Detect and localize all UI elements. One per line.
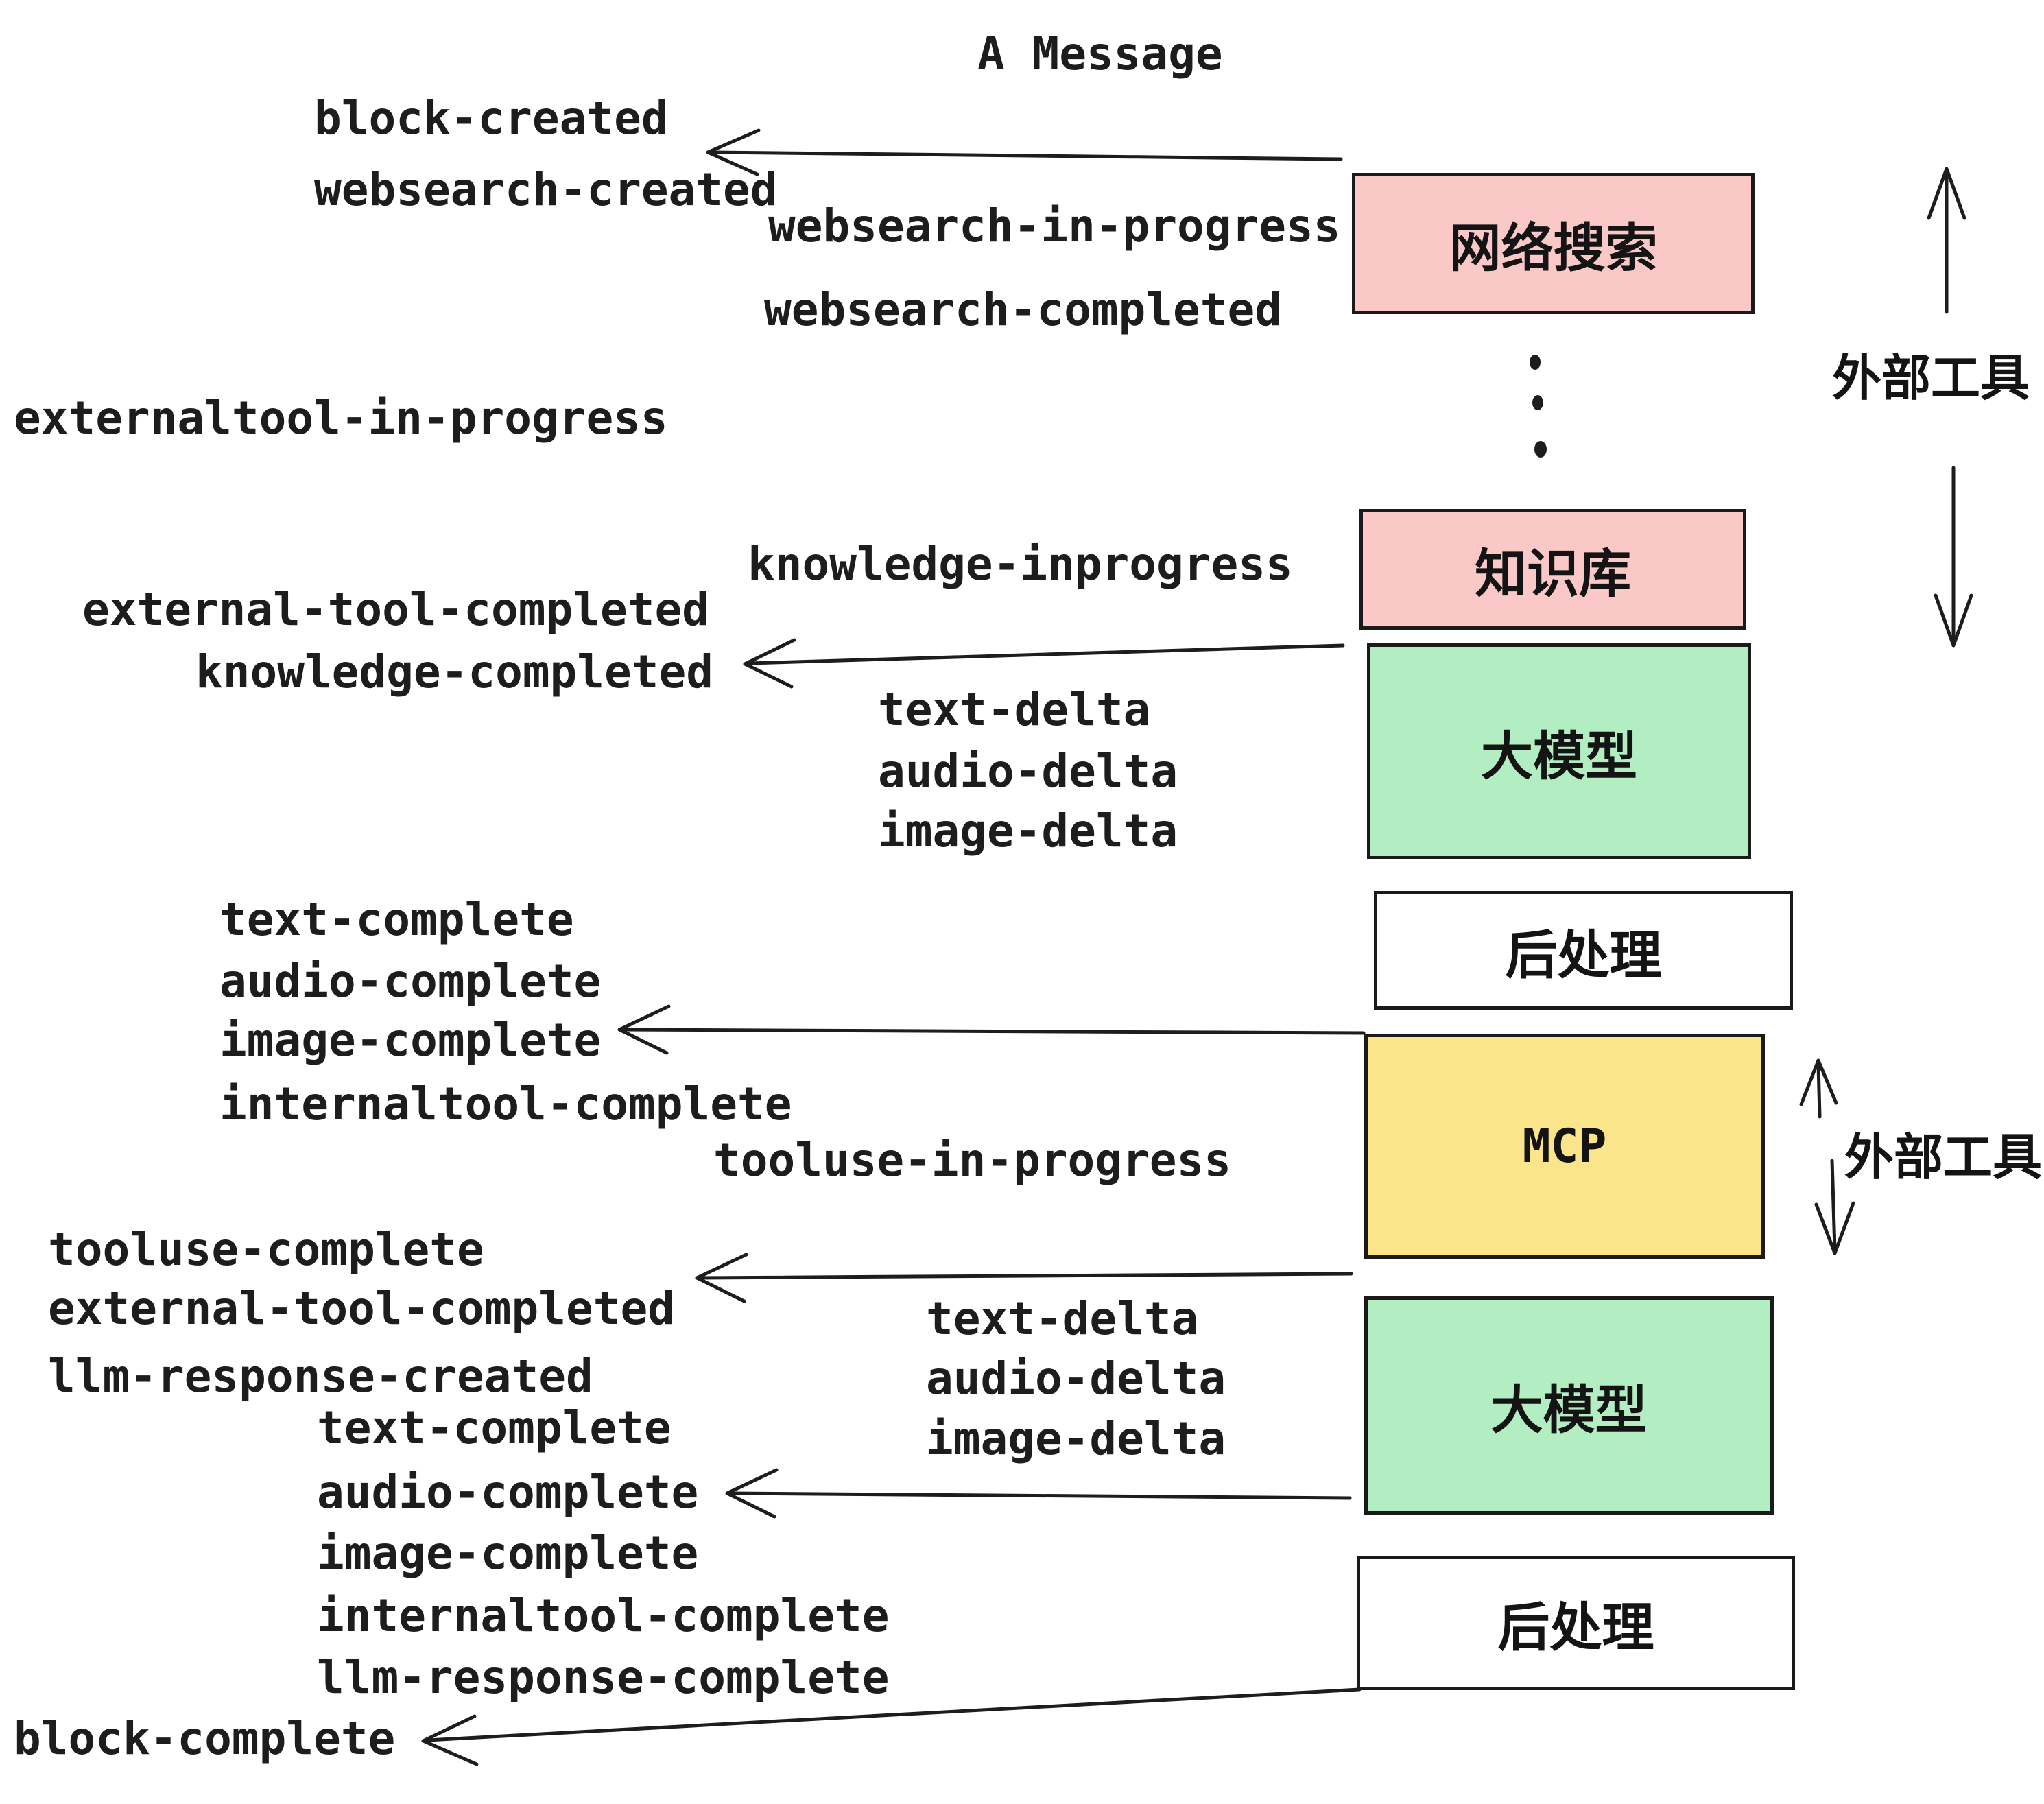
event-image-delta-2: image-delta	[926, 1412, 1226, 1465]
mcp-box-label: MCP	[1522, 1119, 1607, 1174]
event-block-complete: block-complete	[14, 1712, 396, 1765]
postprocess-box-2-label: 后处理	[1497, 1599, 1654, 1657]
arrow-to-knowledge-completed	[743, 638, 1345, 689]
event-websearch-created: websearch-created	[314, 163, 778, 216]
vertical-ellipsis-dots	[1530, 355, 1547, 458]
external-tools-label-top: 外部工具	[1832, 351, 2030, 406]
websearch-box: 网络搜索	[1352, 173, 1755, 314]
event-tooluse-complete: tooluse-complete	[48, 1223, 484, 1276]
event-audio-delta-1: audio-delta	[878, 745, 1178, 798]
event-audio-complete-1: audio-complete	[219, 955, 602, 1008]
event-websearch-in-progress: websearch-in-progress	[768, 200, 1341, 252]
llm-box-1: 大模型	[1367, 643, 1751, 859]
event-externaltool-in-progress: externaltool-in-progress	[14, 392, 668, 444]
llm-box-1-label: 大模型	[1481, 727, 1637, 786]
llm-box-2-label: 大模型	[1490, 1381, 1648, 1440]
arrow-to-block-created	[706, 128, 1343, 176]
event-knowledge-inprogress: knowledge-inprogress	[748, 538, 1293, 591]
postprocess-box-1: 后处理	[1374, 891, 1793, 1010]
event-llm-response-created: llm-response-created	[48, 1350, 593, 1403]
event-internaltool-complete-1: internaltool-complete	[219, 1078, 792, 1130]
mcp-box: MCP	[1364, 1034, 1765, 1259]
event-external-tool-completed-2: external-tool-completed	[48, 1282, 675, 1335]
external-tools-up-arrow-mcp	[1799, 1058, 1838, 1119]
event-internaltool-complete-2: internaltool-complete	[317, 1589, 890, 1642]
llm-box-2: 大模型	[1364, 1296, 1774, 1515]
arrow-to-audio-complete	[725, 1468, 1352, 1519]
event-text-delta-1: text-delta	[878, 683, 1151, 736]
knowledge-base-box: 知识库	[1359, 509, 1746, 630]
event-websearch-completed: websearch-completed	[764, 283, 1282, 336]
external-tools-down-arrow-top	[1934, 466, 1973, 648]
external-tools-label-mcp: 外部工具	[1844, 1130, 2043, 1185]
arrow-to-image-complete	[617, 1004, 1366, 1055]
event-image-complete-2: image-complete	[317, 1527, 699, 1580]
event-audio-delta-2: audio-delta	[926, 1352, 1226, 1405]
event-text-complete-2: text-complete	[317, 1401, 672, 1454]
event-tooluse-in-progress: tooluse-in-progress	[713, 1134, 1231, 1187]
event-knowledge-completed: knowledge-completed	[195, 645, 713, 698]
event-llm-response-complete: llm-response-complete	[317, 1651, 890, 1704]
diagram-title: A Message	[977, 27, 1223, 80]
knowledge-base-box-label: 知识库	[1475, 545, 1631, 604]
event-image-complete-1: image-complete	[219, 1014, 602, 1067]
external-tools-up-arrow-top	[1927, 167, 1966, 314]
postprocess-box-1-label: 后处理	[1505, 926, 1662, 985]
event-text-delta-2: text-delta	[926, 1292, 1199, 1345]
event-image-delta-1: image-delta	[878, 805, 1178, 857]
websearch-box-label: 网络搜索	[1449, 219, 1658, 278]
event-audio-complete-2: audio-complete	[317, 1466, 699, 1519]
event-block-created: block-created	[314, 92, 669, 145]
event-text-complete-1: text-complete	[219, 893, 574, 946]
postprocess-box-2: 后处理	[1357, 1556, 1795, 1690]
event-external-tool-completed: external-tool-completed	[82, 583, 709, 636]
